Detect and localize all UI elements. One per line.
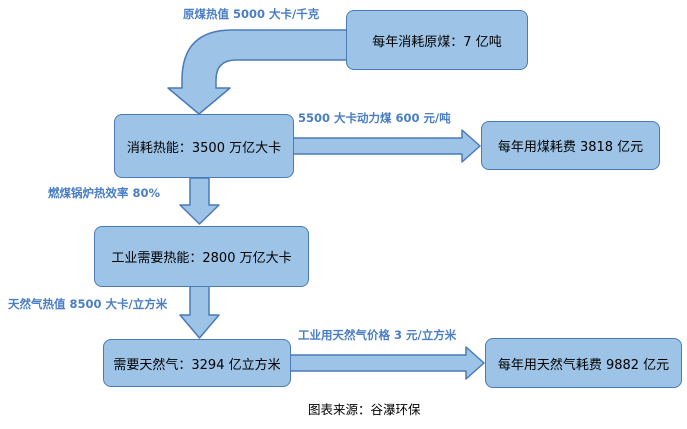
- boiler-efficiency-label: 燃煤锅炉热效率 80%: [48, 186, 161, 200]
- gas-required-box: 需要天然气：3294 亿立方米: [103, 339, 291, 387]
- thermal-coal-price-label: 5500 大卡动力煤 600 元/吨: [298, 111, 451, 125]
- curved-down-arrow: [167, 29, 351, 115]
- annual-coal-cost-box: 每年用煤耗费 3818 亿元: [481, 121, 660, 170]
- right-arrow-gas-cost: [289, 346, 485, 380]
- right-arrow-coal-cost: [291, 129, 481, 163]
- down-arrow-boiler: [179, 177, 220, 225]
- industrial-gas-price-label: 工业用天然气价格 3 元/立方米: [298, 328, 457, 342]
- annual-raw-coal-box: 每年消耗原煤：7 亿吨: [346, 10, 528, 70]
- raw-coal-heat-value-label: 原煤热值 5000 大卡/千克: [183, 7, 320, 21]
- gas-heat-value-label: 天然气热值 8500 大卡/立方米: [8, 297, 168, 311]
- chart-source-caption: 图表来源：谷瀑环保: [308, 402, 421, 417]
- annual-gas-cost-box: 每年用天然气耗费 9882 亿元: [485, 338, 682, 388]
- down-arrow-gas-heat: [179, 285, 220, 339]
- heat-consumption-box: 消耗热能：3500 万亿大卡: [114, 114, 294, 178]
- industrial-heat-demand-box: 工业需要热能：2800 万亿大卡: [94, 226, 309, 287]
